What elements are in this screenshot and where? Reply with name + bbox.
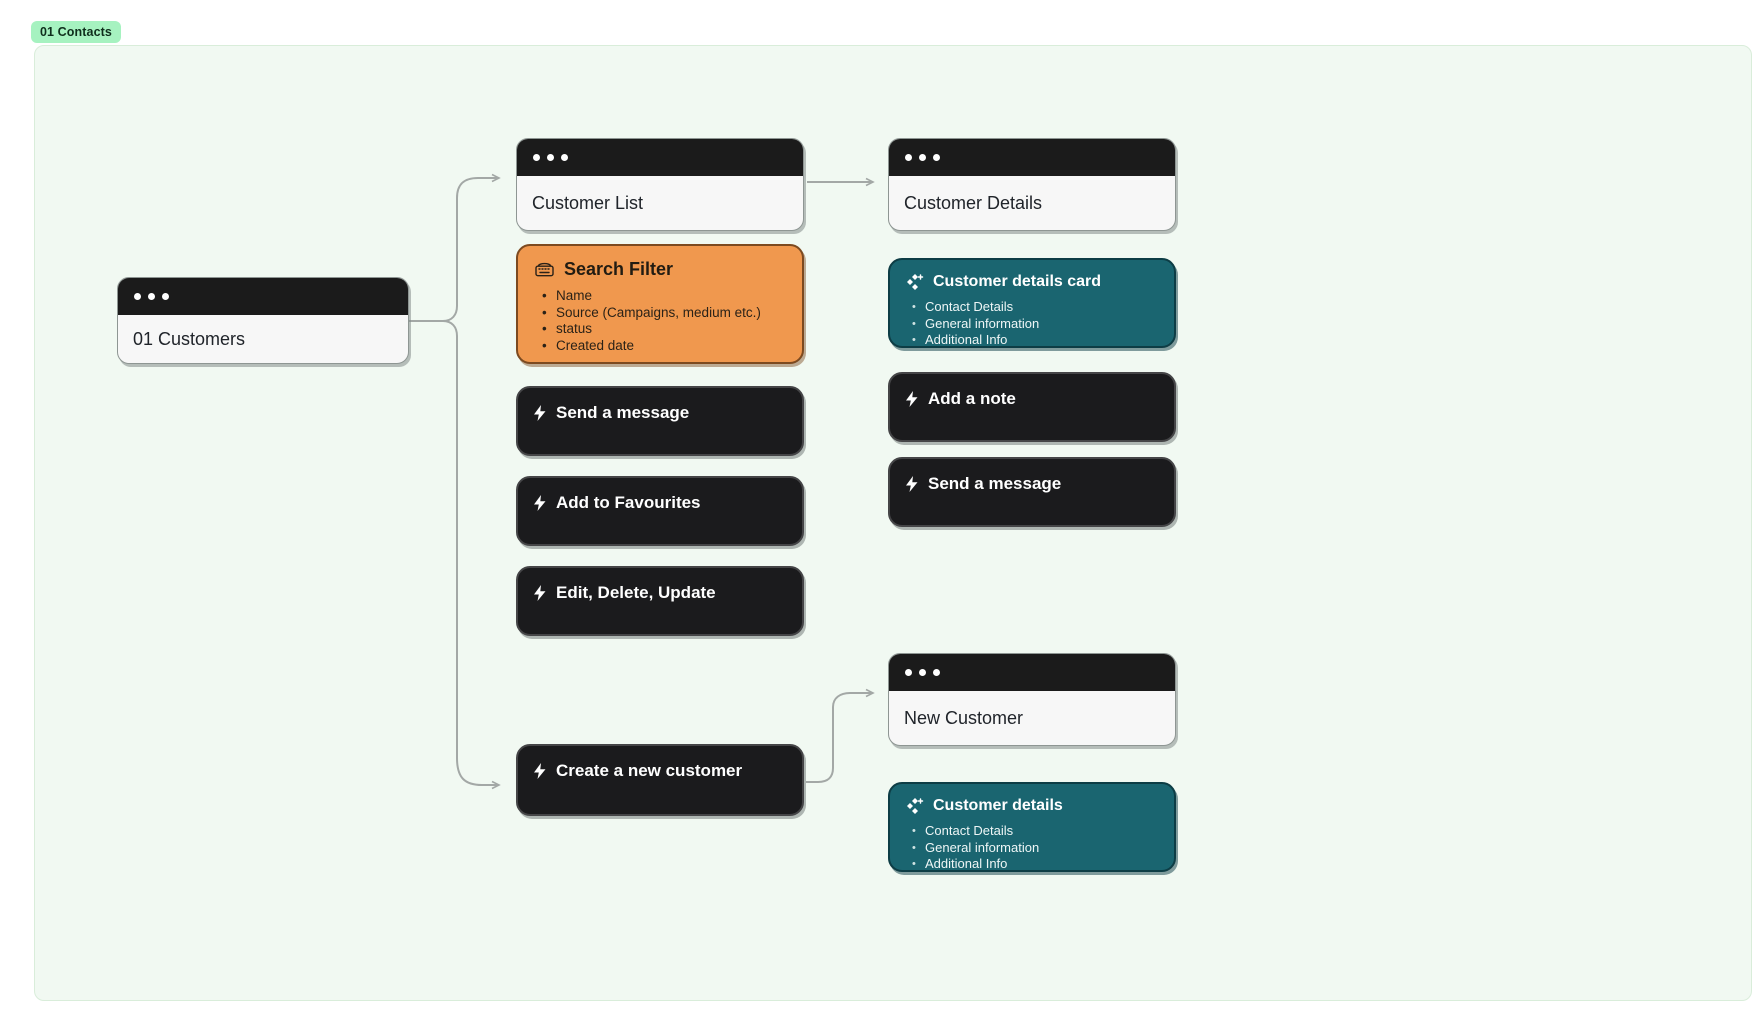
filter-item: Source (Campaigns, medium etc.)	[542, 305, 786, 322]
teal-card-item: Contact Details	[912, 299, 1158, 316]
action-node-edit-delete-update[interactable]: Edit, Delete, Update	[516, 566, 804, 636]
window-node-customer-details[interactable]: Customer Details	[888, 138, 1176, 231]
teal-card-item: General information	[912, 316, 1158, 333]
teal-card-item: Additional Info	[912, 856, 1158, 873]
window-dot-icon	[547, 154, 554, 161]
keyboard-icon	[534, 261, 555, 278]
lightning-bolt-icon	[534, 495, 546, 511]
window-title: New Customer	[904, 707, 1024, 728]
action-label: Send a message	[928, 474, 1062, 493]
teal-card-item: General information	[912, 840, 1158, 857]
component-diamonds-icon	[906, 273, 924, 291]
window-titlebar	[118, 278, 408, 315]
window-dot-icon	[148, 293, 155, 300]
window-dot-icon	[919, 669, 926, 676]
filter-item: Created date	[542, 338, 786, 355]
window-title: 01 Customers	[133, 328, 246, 349]
filter-item: Name	[542, 288, 786, 305]
window-node-new-customer[interactable]: New Customer	[888, 653, 1176, 746]
teal-card-list: Contact Details General information Addi…	[906, 299, 1158, 349]
action-node-create-new-customer[interactable]: Create a new customer	[516, 744, 804, 816]
action-label: Add a note	[928, 389, 1016, 408]
component-diamonds-icon	[906, 797, 924, 815]
window-node-customer-list[interactable]: Customer List	[516, 138, 804, 231]
action-label: Send a message	[556, 403, 690, 422]
search-filter-list: Name Source (Campaigns, medium etc.) sta…	[534, 288, 786, 354]
lightning-bolt-icon	[534, 405, 546, 421]
window-titlebar	[889, 139, 1175, 176]
search-filter-node[interactable]: Search Filter Name Source (Campaigns, me…	[516, 244, 804, 364]
window-dot-icon	[919, 154, 926, 161]
window-dot-icon	[134, 293, 141, 300]
window-title: Customer List	[532, 192, 644, 213]
customer-details-card-node[interactable]: Customer details card Contact Details Ge…	[888, 258, 1176, 348]
window-dot-icon	[905, 154, 912, 161]
window-dot-icon	[561, 154, 568, 161]
window-dot-icon	[162, 293, 169, 300]
window-titlebar	[889, 654, 1175, 691]
teal-card-item: Contact Details	[912, 823, 1158, 840]
action-label: Add to Favourites	[556, 493, 701, 512]
filter-item: status	[542, 321, 786, 338]
action-node-send-message[interactable]: Send a message	[516, 386, 804, 456]
lightning-bolt-icon	[534, 763, 546, 779]
window-dot-icon	[905, 669, 912, 676]
window-dot-icon	[933, 669, 940, 676]
action-node-send-message-details[interactable]: Send a message	[888, 457, 1176, 527]
teal-card-title: Customer details card	[933, 273, 1102, 290]
teal-card-item: Additional Info	[912, 332, 1158, 349]
customer-details-node[interactable]: Customer details Contact Details General…	[888, 782, 1176, 872]
action-label: Edit, Delete, Update	[556, 583, 716, 602]
action-node-add-to-favourites[interactable]: Add to Favourites	[516, 476, 804, 546]
lightning-bolt-icon	[534, 585, 546, 601]
window-title: Customer Details	[904, 192, 1043, 213]
window-node-customers[interactable]: 01 Customers	[117, 277, 409, 364]
window-dot-icon	[933, 154, 940, 161]
lightning-bolt-icon	[906, 476, 918, 492]
action-node-add-a-note[interactable]: Add a note	[888, 372, 1176, 442]
action-label: Create a new customer	[556, 761, 743, 780]
section-badge: 01 Contacts	[31, 21, 121, 43]
teal-card-list: Contact Details General information Addi…	[906, 823, 1158, 873]
search-filter-title: Search Filter	[564, 259, 674, 279]
lightning-bolt-icon	[906, 391, 918, 407]
window-titlebar	[517, 139, 803, 176]
window-dot-icon	[533, 154, 540, 161]
teal-card-title: Customer details	[933, 797, 1063, 814]
